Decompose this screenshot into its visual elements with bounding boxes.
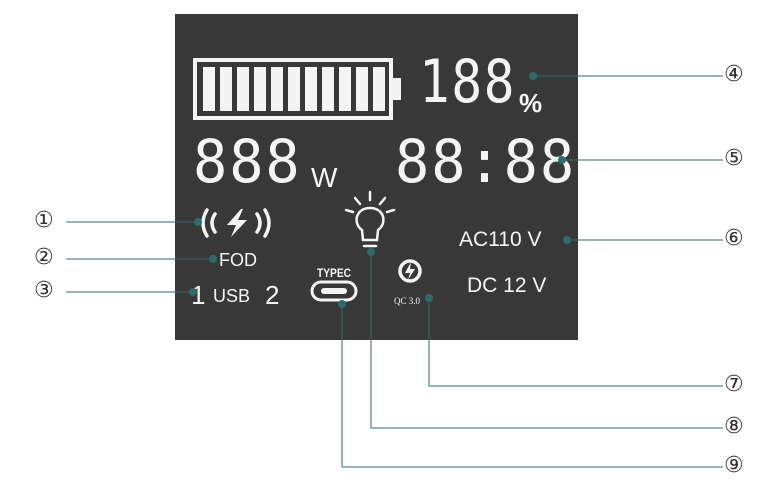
usb-port-1-label: 1 <box>191 280 206 310</box>
callout-9: ⑨ <box>724 453 744 478</box>
watt-unit: W <box>311 162 338 193</box>
battery-percent-digits: 188 <box>419 47 517 117</box>
lcd-panel: 188 % 888 W 88:88 FOD 1 USB 2 TYPEC <box>175 14 578 340</box>
lightbulb-icon <box>344 190 396 248</box>
time-digits: 88:88 <box>395 127 577 197</box>
wireless-charging-icon <box>201 208 271 238</box>
callout-6: ⑥ <box>724 226 744 251</box>
ac-voltage-label: AC110 V <box>459 228 542 251</box>
quick-charge-icon <box>398 259 422 283</box>
callout-4: ④ <box>724 62 744 87</box>
usb-port-2-label: 2 <box>265 280 280 310</box>
callout-8: ⑧ <box>724 414 744 439</box>
callout-5: ⑤ <box>724 146 744 171</box>
fod-label: FOD <box>219 250 257 270</box>
dc-voltage-label: DC 12 V <box>467 274 547 297</box>
callout-3: ③ <box>34 278 54 303</box>
callout-7: ⑦ <box>724 372 744 397</box>
usb-c-port-icon <box>310 280 358 302</box>
battery-icon <box>193 58 401 120</box>
callout-1: ① <box>34 208 54 233</box>
watt-digits: 888 <box>193 127 302 197</box>
usb-label: USB <box>213 286 251 306</box>
percent-unit: % <box>519 88 543 118</box>
typec-label: TYPEC <box>317 266 352 280</box>
callout-2: ② <box>34 245 54 270</box>
qc-label: QC 3.0 <box>394 296 421 306</box>
